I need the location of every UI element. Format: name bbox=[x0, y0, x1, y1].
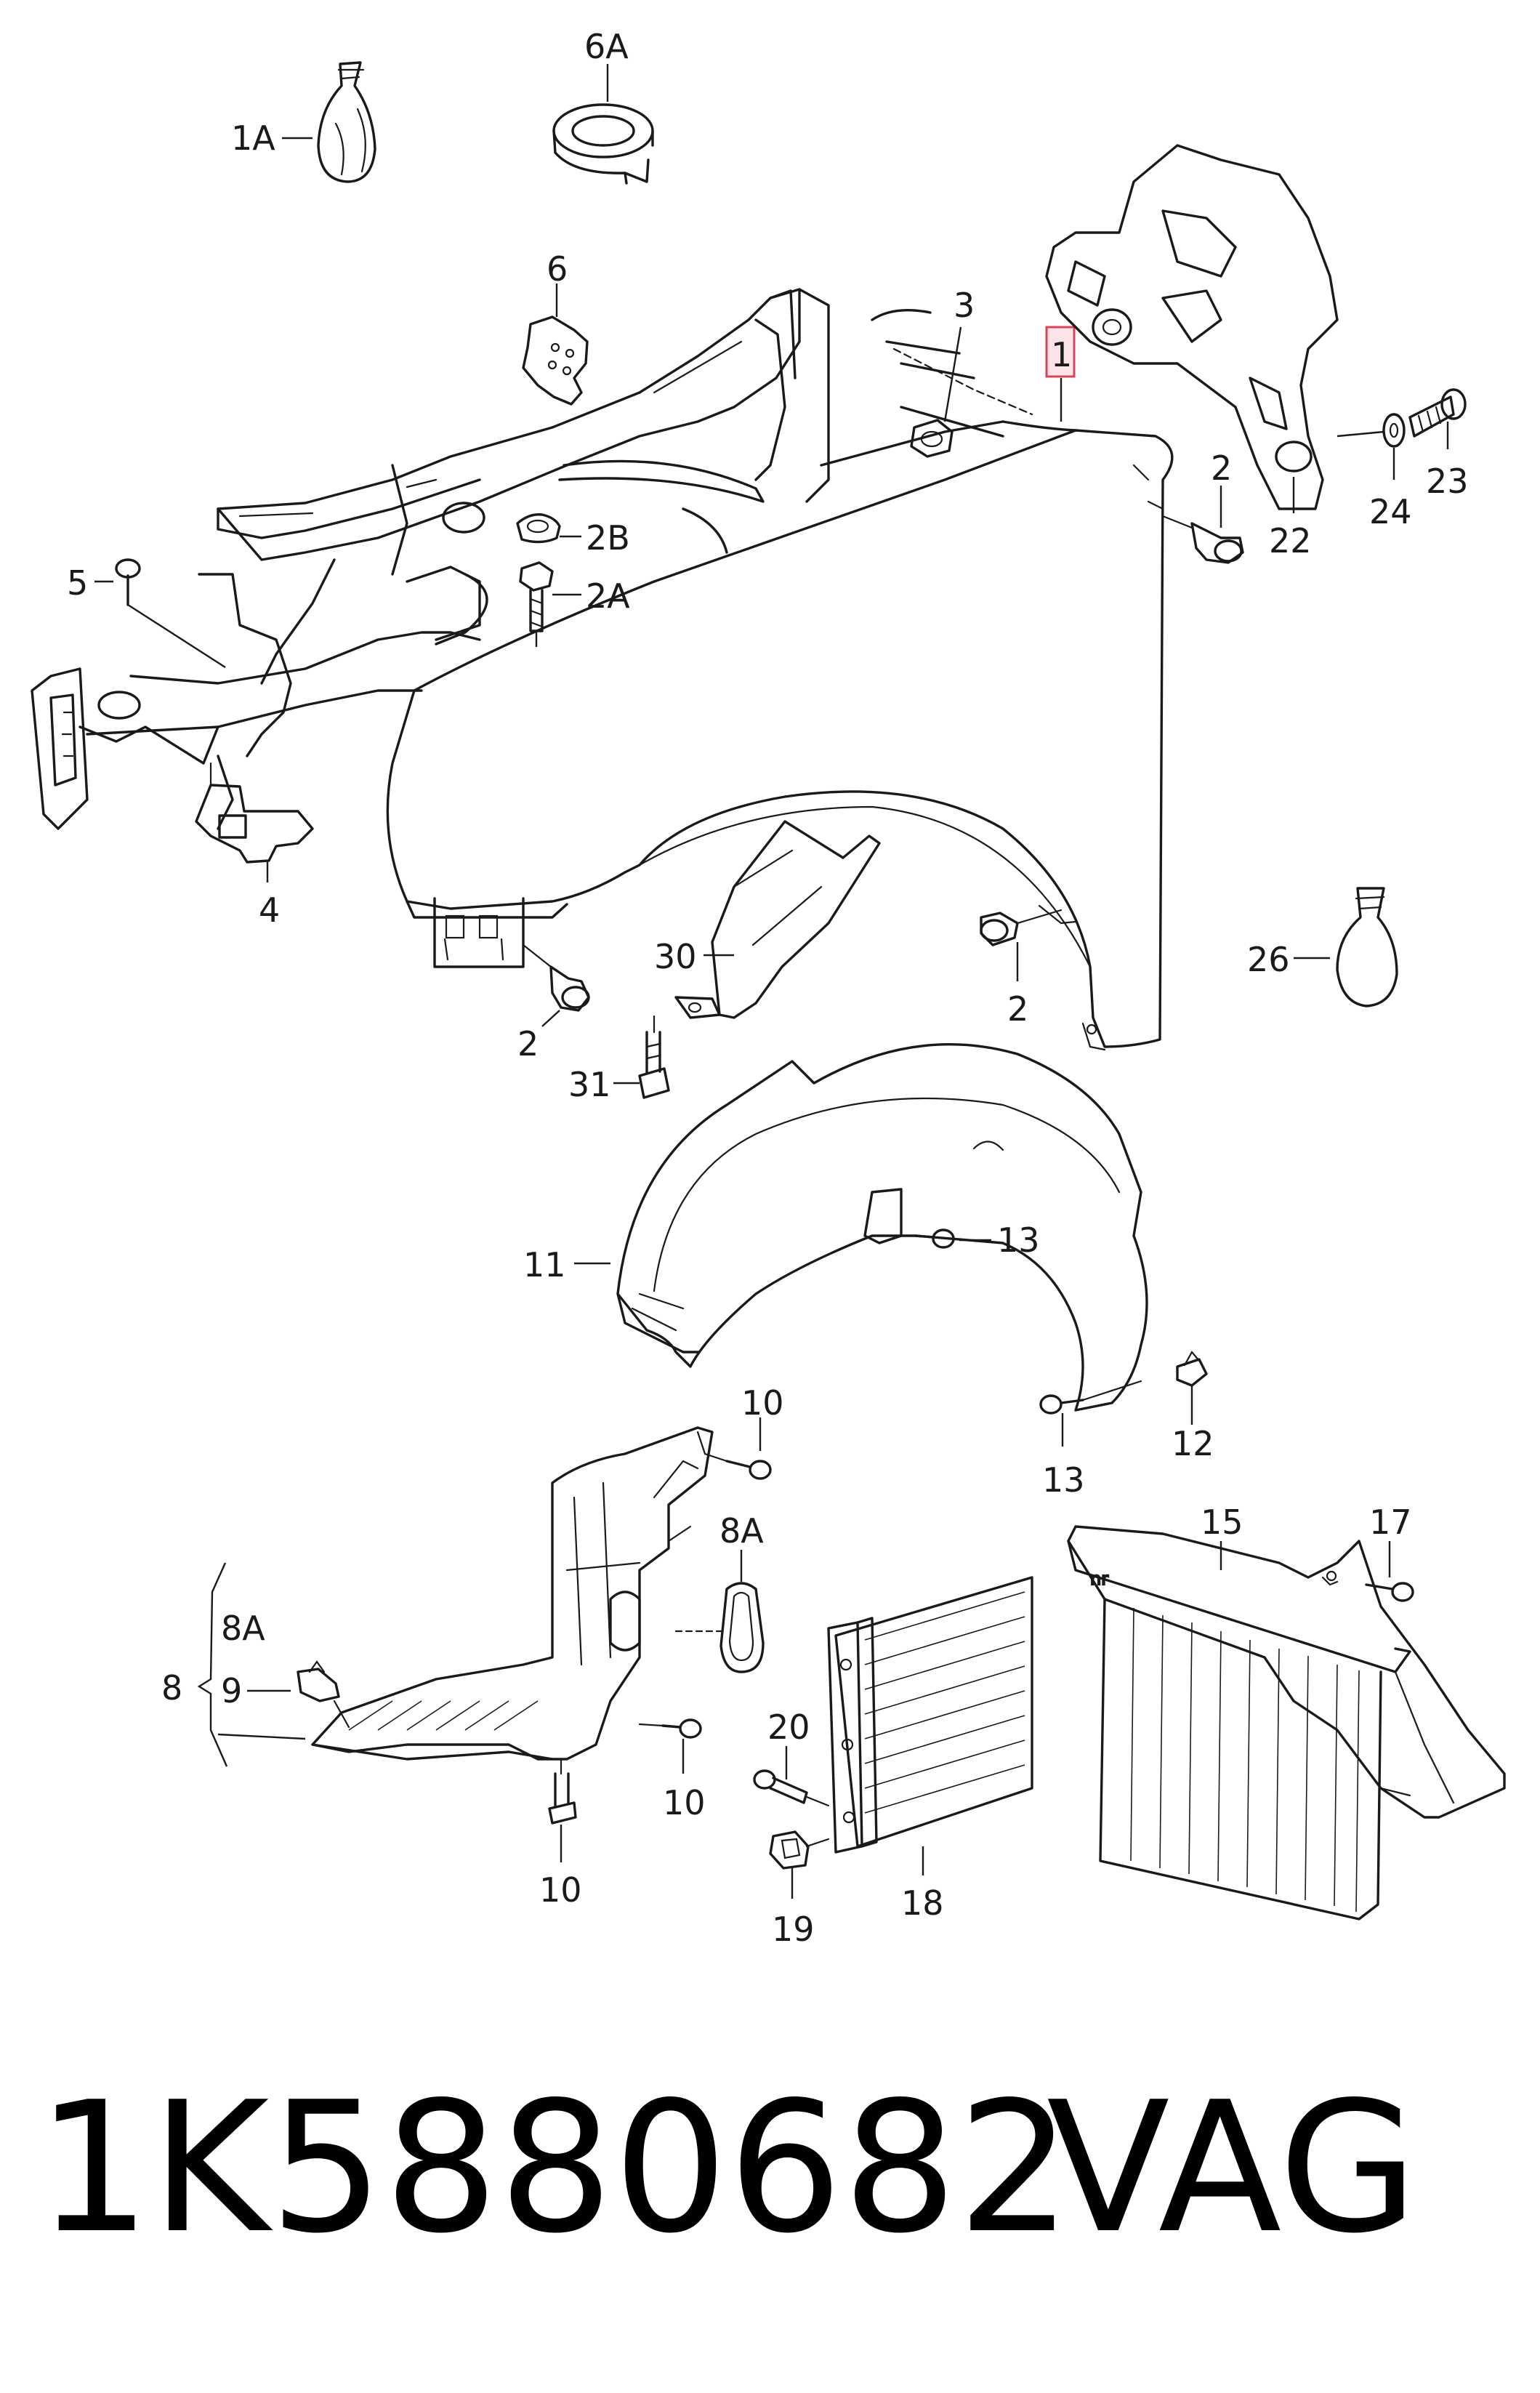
part-10-screw-mid bbox=[638, 1718, 702, 1739]
callout-6: 6 bbox=[547, 249, 568, 289]
callout-13-top: 13 bbox=[997, 1220, 1040, 1260]
part-5-bolt bbox=[115, 558, 141, 606]
callout-1: 1 bbox=[1051, 335, 1072, 374]
callout-20: 20 bbox=[767, 1708, 810, 1747]
part-2b-clip-nut bbox=[516, 513, 561, 544]
callout-8a-left: 8A bbox=[221, 1609, 265, 1648]
part-12-clip bbox=[1176, 1351, 1208, 1387]
callout-26: 26 bbox=[1247, 940, 1290, 979]
callout-22: 22 bbox=[1269, 521, 1312, 560]
part-1-fender bbox=[386, 420, 1174, 1051]
callout-24: 24 bbox=[1369, 492, 1412, 531]
part-13-screw-top bbox=[914, 1228, 955, 1249]
front-body-structure bbox=[31, 288, 1004, 830]
footer-brand: VAG bbox=[1047, 2064, 1418, 2273]
callout-17: 17 bbox=[1369, 1503, 1412, 1542]
callout-6a: 6A bbox=[584, 27, 629, 66]
part-19-speed-nut bbox=[769, 1830, 830, 1870]
footer-part-number: 1K5880682 bbox=[36, 2064, 1072, 2273]
part-6-bracket bbox=[522, 315, 589, 406]
callout-2b: 2B bbox=[586, 518, 630, 558]
part-2a-bolt bbox=[519, 561, 554, 632]
part-2-bolt-left bbox=[522, 944, 590, 1012]
part-17-screw bbox=[1365, 1582, 1414, 1602]
part-8a-seal-ring bbox=[674, 1582, 765, 1673]
callout-11: 11 bbox=[523, 1245, 566, 1284]
bracket-marking-text: nr bbox=[1090, 1569, 1108, 1589]
callout-9: 9 bbox=[221, 1671, 242, 1710]
part-4-sensor bbox=[195, 762, 314, 864]
lower-liner-assembly bbox=[311, 1426, 728, 1761]
callout-15: 15 bbox=[1201, 1503, 1243, 1542]
part-6a-tape-roll bbox=[552, 103, 654, 185]
callout-2-right: 2 bbox=[1007, 989, 1028, 1029]
part-13-screw-bottom bbox=[1039, 1380, 1142, 1415]
part-11-wheelhouse-liner bbox=[616, 1042, 1148, 1412]
part-10-screw-bottom bbox=[548, 1758, 577, 1825]
part-26-grease-bag bbox=[1336, 887, 1398, 1008]
callout-8: 8 bbox=[161, 1668, 182, 1708]
callout-4: 4 bbox=[259, 890, 280, 930]
part-18-cooler bbox=[827, 1576, 1033, 1854]
callout-2-left: 2 bbox=[517, 1024, 539, 1063]
part-22-bracket bbox=[1045, 144, 1339, 510]
part-2-bolt-top bbox=[1161, 515, 1244, 564]
callout-2a: 2A bbox=[586, 576, 630, 616]
callout-23: 23 bbox=[1426, 462, 1469, 501]
callout-19: 19 bbox=[772, 1910, 815, 1949]
callout-12: 12 bbox=[1172, 1424, 1214, 1463]
part-1a-grease-bag bbox=[317, 61, 376, 183]
callout-10-top: 10 bbox=[741, 1383, 784, 1423]
callout-5: 5 bbox=[67, 563, 88, 603]
callout-2-top: 2 bbox=[1211, 449, 1232, 488]
part-24-washer bbox=[1382, 413, 1406, 448]
part-31-screw bbox=[638, 1015, 670, 1099]
part-23-bolt bbox=[1408, 388, 1467, 438]
part-10-screw-top bbox=[725, 1460, 772, 1480]
part-9-clip bbox=[297, 1660, 350, 1729]
callout-1a: 1A bbox=[231, 118, 275, 158]
callout-10-mid: 10 bbox=[663, 1783, 706, 1822]
callout-8a-right: 8A bbox=[719, 1511, 764, 1551]
callout-1-highlight-box bbox=[1045, 326, 1076, 378]
callout-30: 30 bbox=[654, 937, 697, 976]
callout-10-bottom: 10 bbox=[539, 1870, 582, 1910]
callout-3: 3 bbox=[954, 286, 975, 325]
callout-18: 18 bbox=[901, 1883, 944, 1923]
callout-13-bottom: 13 bbox=[1042, 1460, 1085, 1500]
part-20-screw bbox=[753, 1769, 830, 1807]
part-15-air-guide: nr bbox=[1067, 1525, 1506, 1921]
callout-31: 31 bbox=[568, 1065, 611, 1104]
part-30-seal-strip bbox=[674, 820, 881, 1019]
part-2-bolt-right bbox=[980, 909, 1063, 946]
